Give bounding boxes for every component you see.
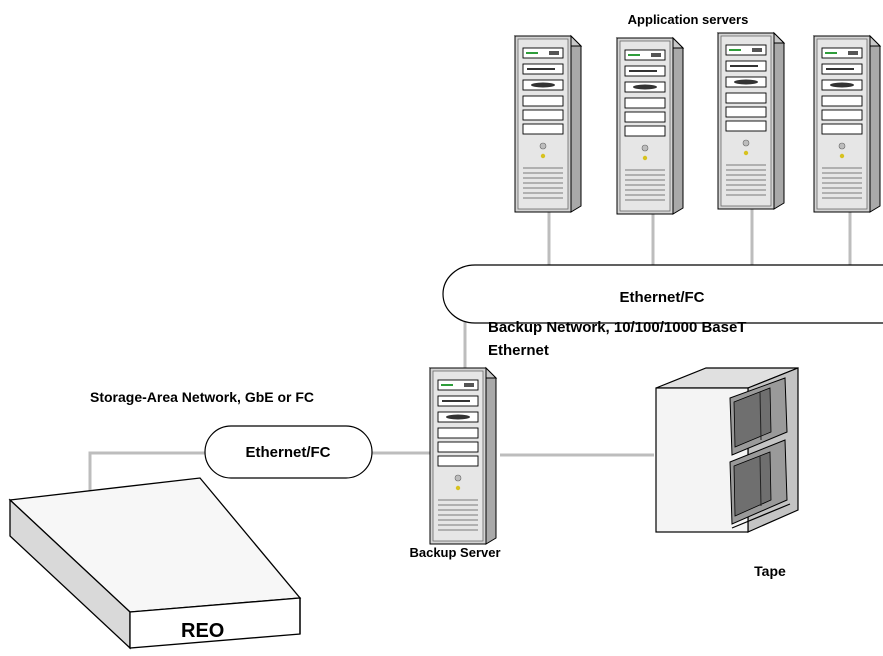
network-wires (88, 204, 852, 500)
backup-network-label-line2: Ethernet (488, 342, 549, 359)
tape-label: Tape (754, 563, 786, 579)
backup-server-label: Backup Server (409, 545, 500, 560)
backup-network-label-line1: Backup Network, 10/100/1000 BaseT (488, 319, 746, 336)
tower-server-icon (717, 32, 785, 210)
san-cloud (204, 425, 373, 479)
storage-appliance-icon (8, 477, 302, 650)
reo-label: REO (181, 620, 224, 642)
application-servers-label: Application servers (628, 12, 749, 27)
tape-library-icon (655, 367, 799, 533)
tower-server-icon (813, 35, 881, 213)
top-network-cloud-label: Ethernet/FC (619, 289, 704, 306)
san-cloud-label: Ethernet/FC (245, 444, 330, 461)
tower-server-icon (429, 367, 497, 545)
tower-server-icon (514, 35, 582, 213)
san-label: Storage-Area Network, GbE or FC (90, 389, 314, 405)
top-network-cloud (442, 264, 883, 324)
tower-server-icon (616, 37, 684, 215)
